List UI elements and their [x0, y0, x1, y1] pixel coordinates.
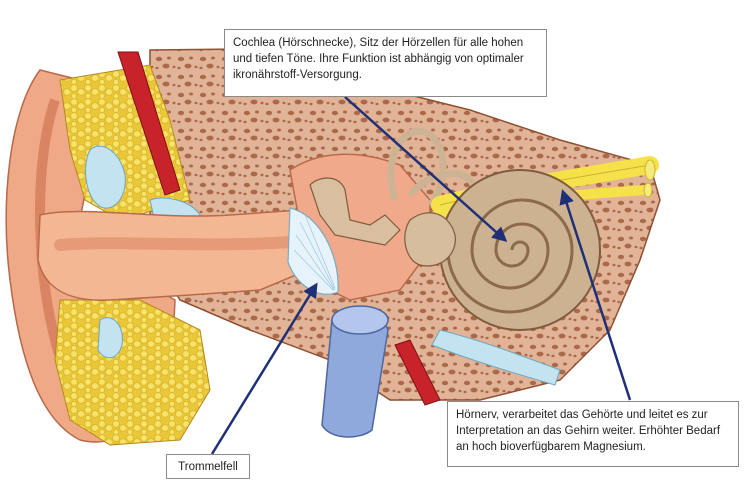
ear-canal-shade [54, 236, 296, 251]
semicircular-canals [387, 127, 479, 208]
eardrum-callout: Trommelfell [166, 454, 250, 479]
cochlea-callout-line-2: und tiefen Töne. Ihre Funktion ist abhän… [233, 53, 524, 65]
fluid-pocket-lower [97, 317, 123, 359]
fluid-pocket-bottom [431, 329, 561, 386]
cochlea-pointer-arrow [344, 96, 508, 242]
cochlea [439, 169, 601, 331]
nerve-callout-line-1: Hörnerv, verarbeitet das Gehörte und lei… [456, 409, 708, 421]
eardrum [287, 207, 339, 295]
ossicles [309, 177, 401, 246]
cochlea-callout-line-3: ikronährstoff-Versorgung. [233, 69, 362, 81]
muscle-strip-lower [394, 339, 441, 406]
fat-tissue-lower [54, 299, 211, 446]
eardrum-callout-label: Trommelfell [178, 461, 238, 473]
muscle-strip-upper [117, 51, 181, 196]
cochlea-callout: Cochlea (Hörschnecke), Sitz der Hörzelle… [224, 29, 547, 97]
eustachian-tube-opening [331, 305, 389, 335]
nerve-callout-line-2: Interpretation an das Gehirn weiter. Erh… [456, 425, 721, 437]
eardrum-pointer-arrow [210, 282, 318, 455]
nerve-pointer-arrow [559, 189, 632, 401]
cochlea-callout-line-1: Cochlea (Hörschnecke), Sitz der Hörzelle… [233, 37, 524, 49]
nerve-callout-line-3: an hoch bioverfügbarem Magnesium. [456, 441, 646, 453]
vestibule [404, 212, 456, 267]
auditory-nerve-callout: Hörnerv, verarbeitet das Gehörte und lei… [447, 401, 739, 467]
eardrum-fibers [293, 214, 336, 291]
fluid-pocket-upper [85, 145, 126, 209]
